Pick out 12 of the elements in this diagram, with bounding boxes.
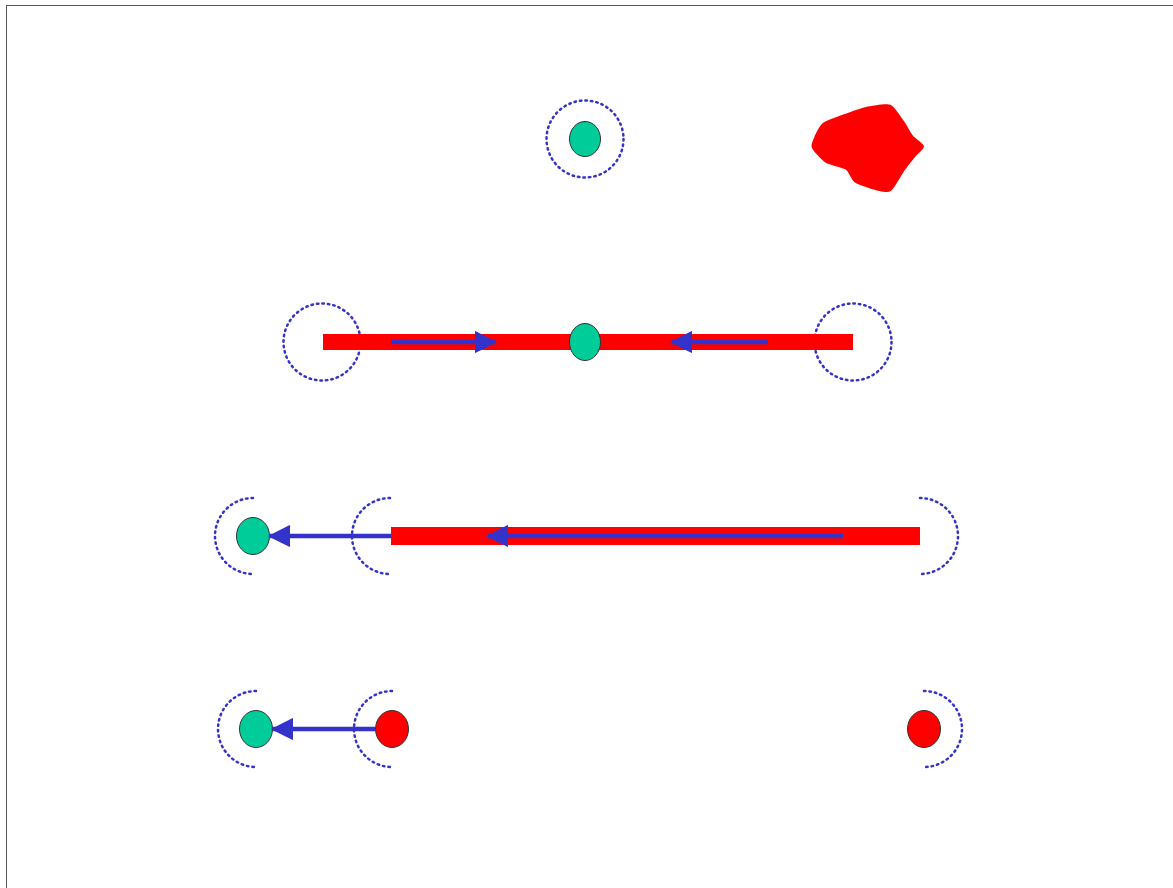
ball [569, 121, 601, 157]
arrow [267, 524, 391, 548]
dotted-circle [545, 99, 625, 179]
ball [375, 710, 409, 748]
ball [239, 710, 273, 748]
ball [236, 517, 270, 555]
ball [569, 323, 601, 361]
blob-shape [812, 103, 924, 193]
arrow [270, 717, 375, 741]
dotted-circle [282, 302, 362, 382]
ball [907, 710, 941, 748]
dotted-circle [813, 302, 893, 382]
